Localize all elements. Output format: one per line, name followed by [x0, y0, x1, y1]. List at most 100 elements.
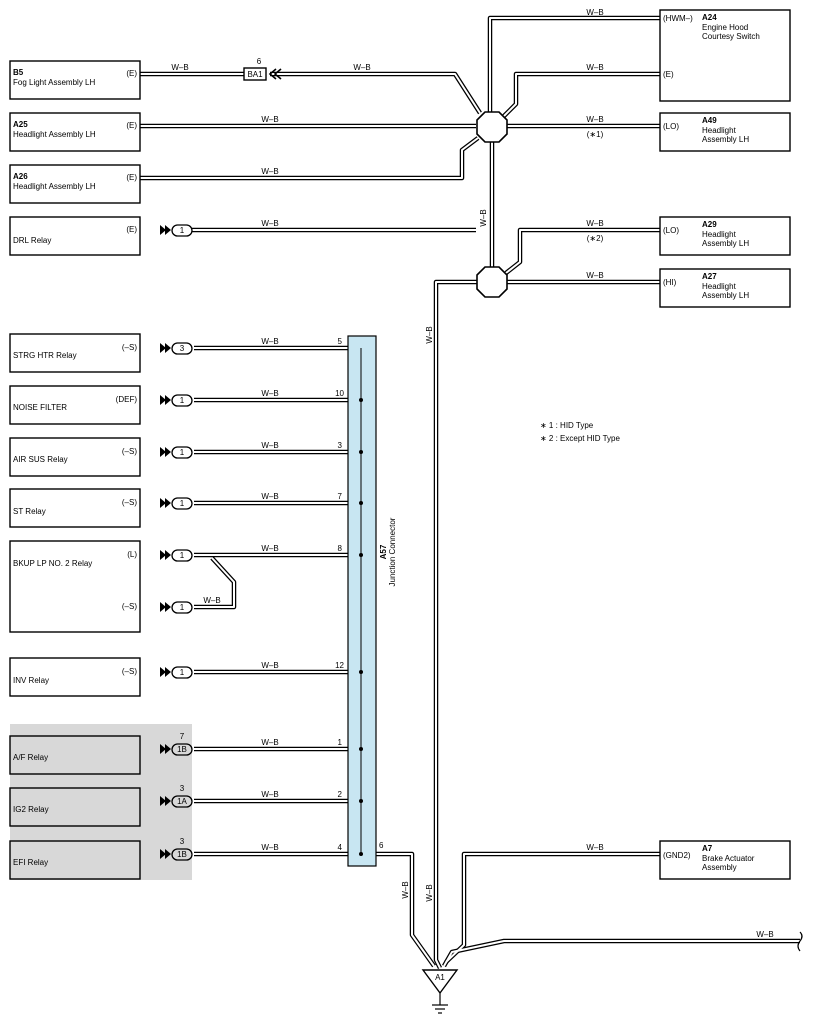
relay-name: ST Relay — [13, 507, 46, 516]
relay-pin: (L) — [127, 550, 137, 559]
ba1-connector — [243, 67, 267, 81]
relay-pin: (–S) — [122, 667, 137, 676]
wire-label: W–B — [586, 271, 603, 280]
relay-pin: (DEF) — [116, 395, 138, 404]
relay-name: AIR SUS Relay — [13, 455, 68, 464]
relay-conn: 1B — [177, 850, 187, 859]
junction-pin: 4 — [338, 843, 343, 852]
relay-name: NOISE FILTER — [13, 403, 67, 412]
relay-conn2: 1 — [180, 603, 185, 612]
ground-a1: A1 — [421, 969, 459, 1014]
relay-conn-pin: 7 — [180, 732, 185, 741]
ba1-pin: 6 — [257, 57, 262, 66]
a7-brake-actuator-box — [659, 840, 791, 880]
junction-name: Junction Connector — [388, 517, 397, 586]
a25-headlight-box — [9, 112, 141, 152]
wire-label: W–B — [425, 326, 434, 343]
a49-headlight-box — [659, 112, 791, 152]
a29-name1: Headlight — [702, 230, 737, 239]
relay-noise-filter: NOISE FILTER (DEF) 1 10 — [9, 385, 345, 425]
wire-label: W–B — [203, 596, 220, 605]
wire-label: W–B — [479, 209, 488, 226]
a27-headlight-box — [659, 268, 791, 308]
a26-code: A26 — [13, 172, 28, 181]
relay-pin: (–S) — [122, 343, 137, 352]
relay-pin: (–S) — [122, 447, 137, 456]
relay-name: EFI Relay — [13, 858, 48, 867]
wire-label: W–B — [261, 337, 278, 346]
relay-name: STRG HTR Relay — [13, 351, 77, 360]
relay-air-sus: AIR SUS Relay (–S) 1 3 — [9, 437, 343, 477]
a29-code: A29 — [702, 220, 717, 229]
relay-efi: EFI Relay 1B 3 4 — [9, 837, 343, 880]
junction-pin: 7 — [338, 492, 343, 501]
relay-af: A/F Relay 1B 7 1 — [9, 732, 343, 775]
wire-label: W–B — [261, 389, 278, 398]
junction-pin: 5 — [338, 337, 343, 346]
relay-name: BKUP LP NO. 2 Relay — [13, 559, 92, 568]
a49-name2: Assembly LH — [702, 135, 749, 144]
ba1-arrow — [268, 68, 282, 80]
relay-conn: 1 — [180, 448, 185, 457]
a49-pin: (LO) — [663, 122, 679, 131]
splice-point — [476, 111, 508, 143]
relay-pin2: (–S) — [122, 602, 137, 611]
wire-label: W–B — [756, 930, 773, 939]
a24-pin2: (E) — [663, 70, 674, 79]
relay-bkup-lp-no2: BKUP LP NO. 2 Relay (L) (–S) 1 1 8 — [9, 540, 343, 633]
splice-point — [476, 266, 508, 298]
wires — [140, 15, 803, 970]
wire-label: W–B — [261, 661, 278, 670]
relay-conn: 1B — [177, 745, 187, 754]
drl-conn: 1 — [180, 226, 185, 235]
a27-name1: Headlight — [702, 282, 737, 291]
a7-code: A7 — [702, 844, 713, 853]
a29-pin: (LO) — [663, 226, 679, 235]
junction-code: A57 — [379, 544, 388, 559]
wire-label: W–B — [586, 63, 603, 72]
b5-name: Fog Light Assembly LH — [13, 78, 95, 87]
relay-st: ST Relay (–S) 1 7 — [9, 488, 343, 528]
wire-labels: W–B W–B W–B W–B W–B W–B W–B W–B W–B W–B … — [171, 8, 773, 939]
relay-conn: 3 — [180, 344, 185, 353]
relay-name: A/F Relay — [13, 753, 48, 762]
relay-pin: (–S) — [122, 498, 137, 507]
a25-code: A25 — [13, 120, 28, 129]
a27-name2: Assembly LH — [702, 291, 749, 300]
ba1-label: BA1 — [247, 70, 263, 79]
wire-label: W–B — [261, 167, 278, 176]
a24-code: A24 — [702, 13, 717, 22]
a49-note: (∗1) — [587, 130, 604, 139]
drl-arrow — [160, 225, 171, 235]
a7-pin: (GND2) — [663, 851, 691, 860]
relay-conn-pin: 3 — [180, 784, 185, 793]
junction-pin: 8 — [338, 544, 343, 553]
a24-name1: Engine Hood — [702, 23, 748, 32]
a27-code: A27 — [702, 272, 717, 281]
relay-inv: INV Relay (–S) 1 12 — [9, 657, 345, 697]
note-hid: ∗ 1 : HID Type — [540, 421, 594, 430]
wire-label: W–B — [261, 115, 278, 124]
note-except-hid: ∗ 2 : Except HID Type — [540, 434, 620, 443]
wire-label: W–B — [261, 738, 278, 747]
drl-relay-box — [9, 216, 141, 256]
drl-connector — [171, 224, 193, 237]
a25-name: Headlight Assembly LH — [13, 130, 96, 139]
a26-name: Headlight Assembly LH — [13, 182, 96, 191]
b5-fog-light-box — [9, 60, 141, 100]
drl-pin: (E) — [126, 225, 137, 234]
wire-label: W–B — [261, 544, 278, 553]
wire-label: W–B — [261, 843, 278, 852]
junction-pin: 12 — [335, 661, 344, 670]
relay-conn: 1 — [180, 668, 185, 677]
a26-pin: (E) — [126, 173, 137, 182]
relay-strg-htr: STRG HTR Relay (–S) 3 5 — [9, 333, 343, 373]
wire-label: W–B — [401, 881, 410, 898]
a24-name2: Courtesy Switch — [702, 32, 760, 41]
a29-note: (∗2) — [587, 234, 604, 243]
junction-pin: 10 — [335, 389, 344, 398]
junction-pin: 3 — [338, 441, 343, 450]
junction-dots — [359, 398, 363, 856]
wire-label: W–B — [261, 441, 278, 450]
wire-label: W–B — [171, 63, 188, 72]
